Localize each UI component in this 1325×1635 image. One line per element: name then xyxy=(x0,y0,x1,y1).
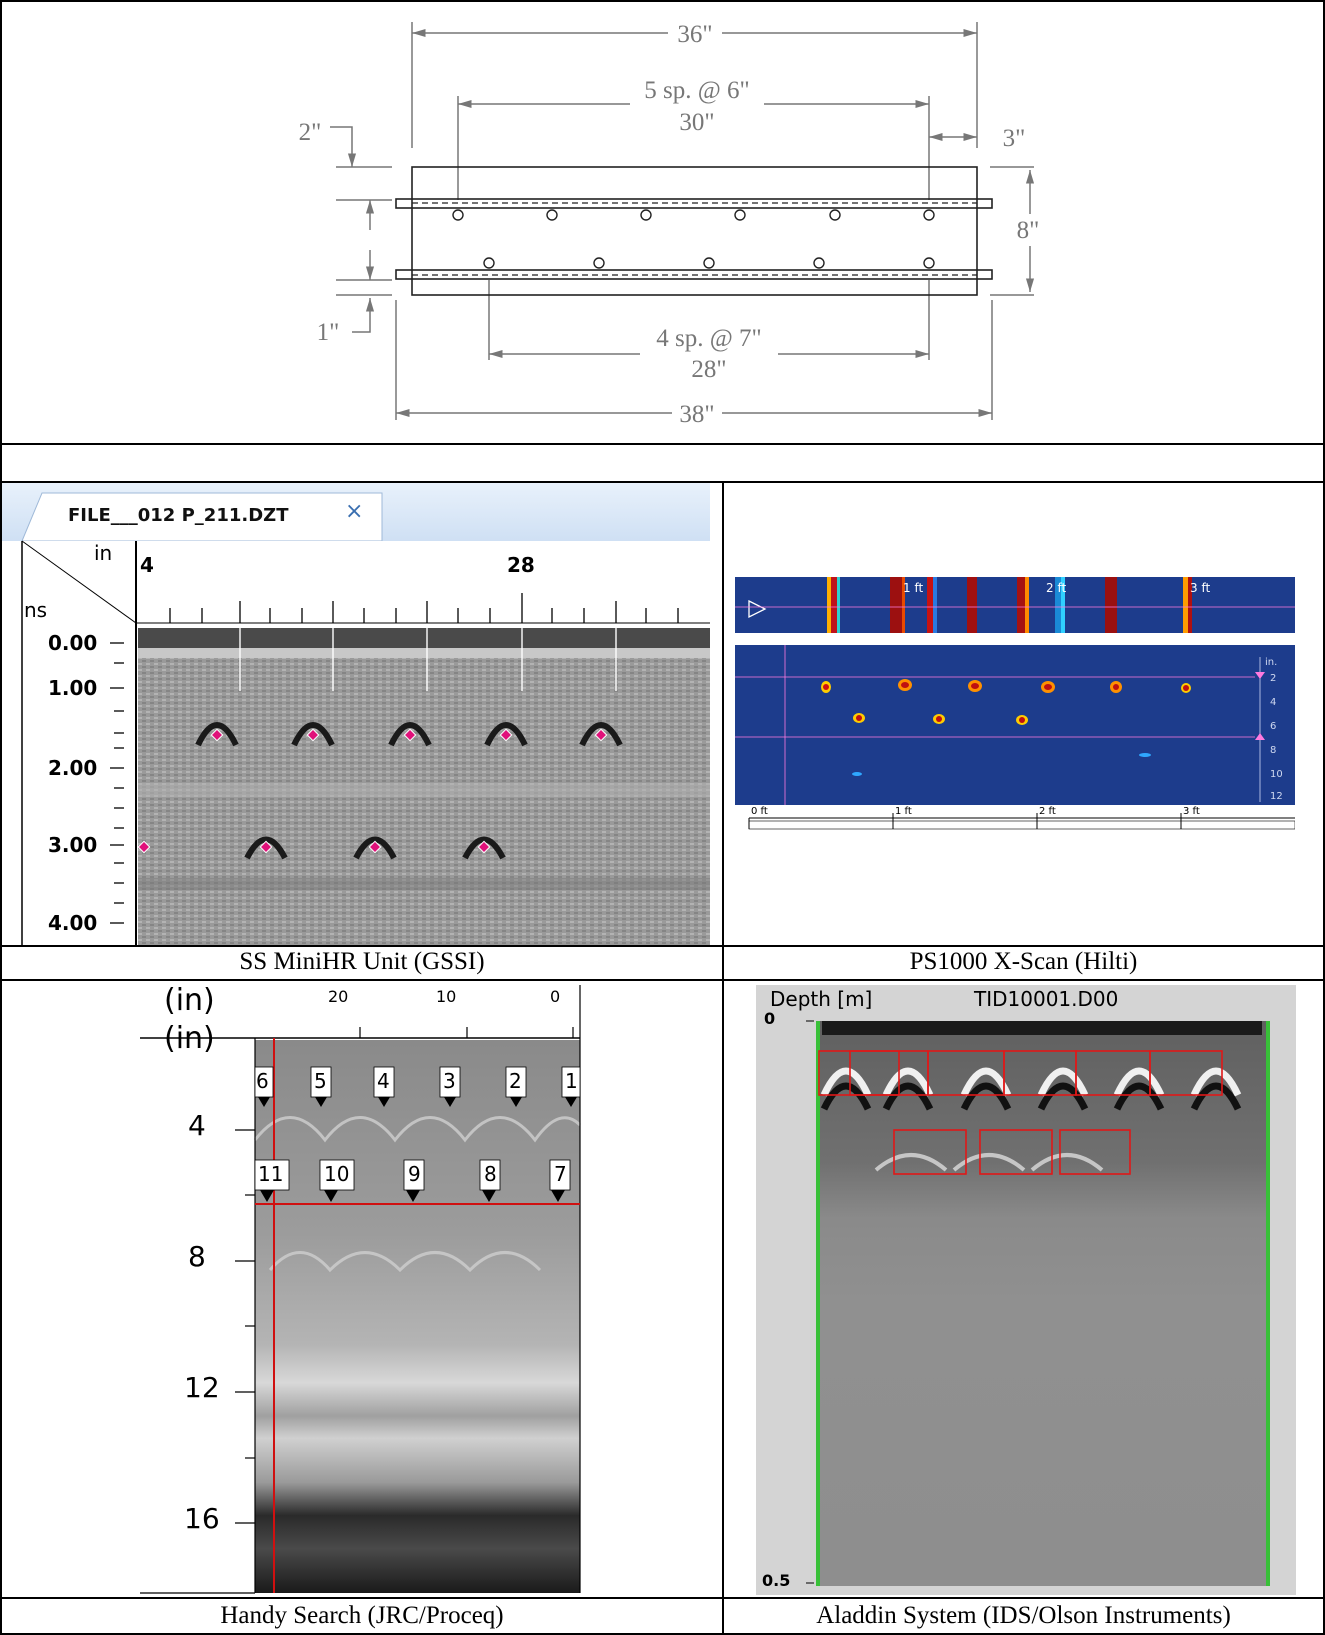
proceq-marker-3[interactable]: 3 xyxy=(443,1069,456,1093)
proceq-marker-5[interactable]: 5 xyxy=(314,1069,327,1093)
hilti-ruler-label-1: 1 ft xyxy=(895,806,912,817)
aladdin-depth-bottom: 0.5 xyxy=(762,1571,791,1590)
proceq-x-tick-20: 20 xyxy=(328,987,349,1006)
proceq-marker-7[interactable]: 7 xyxy=(554,1162,567,1186)
hilti-ruler-label-3: 3 ft xyxy=(1183,806,1200,817)
beam-cross-section-drawing: 36" 5 sp. @ 6" 30" 2" 3" 8" 1" 4 sp. @ 7… xyxy=(299,21,1040,428)
proceq-x-unit: (in) xyxy=(164,983,215,1018)
proceq-y-unit: (in) xyxy=(164,1021,215,1056)
aladdin-depth-label: Depth [m] xyxy=(770,987,873,1011)
table-border-top xyxy=(0,0,1325,2)
hilti-caption: PS1000 X-Scan (Hilti) xyxy=(909,948,1138,975)
hilti-top-label-1: 1 ft xyxy=(903,581,924,595)
proceq-marker-2[interactable]: 2 xyxy=(509,1069,522,1093)
gssi-panel: FILE___012 P_211.DZT × in ns 4 28 0.00 1… xyxy=(2,483,710,945)
hilti-depth-tick-12: 12 xyxy=(1270,791,1283,802)
gssi-x-tick-mid: 28 xyxy=(507,553,535,577)
dim-bottom-spacing-total: 28" xyxy=(691,356,726,383)
dim-overall-bottom: 38" xyxy=(679,401,714,428)
row-divider-3 xyxy=(0,945,1325,947)
hilti-top-label-3: 3 ft xyxy=(1190,581,1211,595)
gssi-y-tick-2: 2.00 xyxy=(48,756,98,780)
gssi-y-tick-0: 0.00 xyxy=(48,631,98,655)
aladdin-panel: Depth [m] TID10001.D00 0 0.5 xyxy=(756,985,1296,1595)
gssi-x-tick-left: 4 xyxy=(140,553,154,577)
proceq-marker-4[interactable]: 4 xyxy=(377,1069,390,1093)
aladdin-depth-top: 0 xyxy=(764,1009,776,1028)
gssi-caption: SS MiniHR Unit (GSSI) xyxy=(239,948,485,975)
hilti-depth-tick-4: 4 xyxy=(1270,697,1277,708)
proceq-marker-8[interactable]: 8 xyxy=(484,1162,497,1186)
proceq-marker-6[interactable]: 6 xyxy=(256,1069,269,1093)
hilti-depth-tick-10: 10 xyxy=(1270,769,1283,780)
gssi-y-tick-4: 4.00 xyxy=(48,911,98,935)
proceq-y-tick-8: 8 xyxy=(188,1240,206,1273)
gssi-file-tab[interactable]: FILE___012 P_211.DZT xyxy=(68,501,288,531)
table-border-bottom xyxy=(0,1633,1325,1635)
proceq-x-tick-10: 10 xyxy=(436,987,457,1006)
hilti-top-label-2: 2 ft xyxy=(1046,581,1067,595)
dim-bottom-spacing: 4 sp. @ 7" xyxy=(656,325,761,352)
gssi-tab-label: FILE___012 P_211.DZT xyxy=(68,505,289,526)
hilti-panel: 1 ft 2 ft 3 ft in. 2 4 6 8 10 12 0 ft 1 … xyxy=(735,577,1296,837)
dim-cover-bottom: 1" xyxy=(317,319,340,346)
table-border-right xyxy=(1323,0,1325,1635)
column-divider xyxy=(722,481,724,1635)
proceq-marker-11[interactable]: 11 xyxy=(258,1162,284,1186)
gssi-y-tick-1: 1.00 xyxy=(48,676,98,700)
dim-overall-top: 36" xyxy=(677,21,712,48)
hilti-depth-tick-2: 2 xyxy=(1270,673,1277,684)
dim-cover-top: 2" xyxy=(299,119,322,146)
aladdin-caption: Aladdin System (IDS/Olson Instruments) xyxy=(816,1602,1231,1629)
proceq-panel: (in) (in) 20 10 0 4 8 12 16 6 5 4 3 2 1 … xyxy=(140,983,595,1595)
dim-side-offset: 3" xyxy=(1003,125,1026,152)
hilti-depth-tick-6: 6 xyxy=(1270,721,1277,732)
dim-top-spacing: 5 sp. @ 6" xyxy=(644,77,749,104)
gssi-tab-close-icon[interactable]: × xyxy=(345,499,364,524)
row-divider-4 xyxy=(0,979,1325,981)
gssi-x-unit: in xyxy=(94,541,113,565)
row-divider-5 xyxy=(0,1597,1325,1599)
proceq-y-tick-12: 12 xyxy=(184,1371,220,1404)
proceq-caption: Handy Search (JRC/Proceq) xyxy=(220,1602,504,1629)
dim-depth: 8" xyxy=(1017,217,1040,244)
aladdin-file-name: TID10001.D00 xyxy=(974,987,1119,1011)
hilti-ruler-label-0: 0 ft xyxy=(751,806,768,817)
proceq-y-tick-4: 4 xyxy=(188,1109,206,1142)
proceq-marker-1[interactable]: 1 xyxy=(565,1069,578,1093)
dim-top-spacing-total: 30" xyxy=(679,109,714,136)
gssi-y-tick-3: 3.00 xyxy=(48,833,98,857)
hilti-depth-unit: in. xyxy=(1265,657,1278,668)
table-border-left xyxy=(0,0,2,1635)
row-divider-1 xyxy=(0,443,1325,445)
proceq-marker-10[interactable]: 10 xyxy=(324,1162,350,1186)
hilti-depth-tick-8: 8 xyxy=(1270,745,1277,756)
gssi-y-unit: ns xyxy=(24,598,48,622)
row-divider-2 xyxy=(0,481,1325,483)
proceq-x-tick-0: 0 xyxy=(550,987,561,1006)
proceq-marker-9[interactable]: 9 xyxy=(408,1162,421,1186)
hilti-ruler-label-2: 2 ft xyxy=(1039,806,1056,817)
proceq-y-tick-16: 16 xyxy=(184,1502,220,1535)
